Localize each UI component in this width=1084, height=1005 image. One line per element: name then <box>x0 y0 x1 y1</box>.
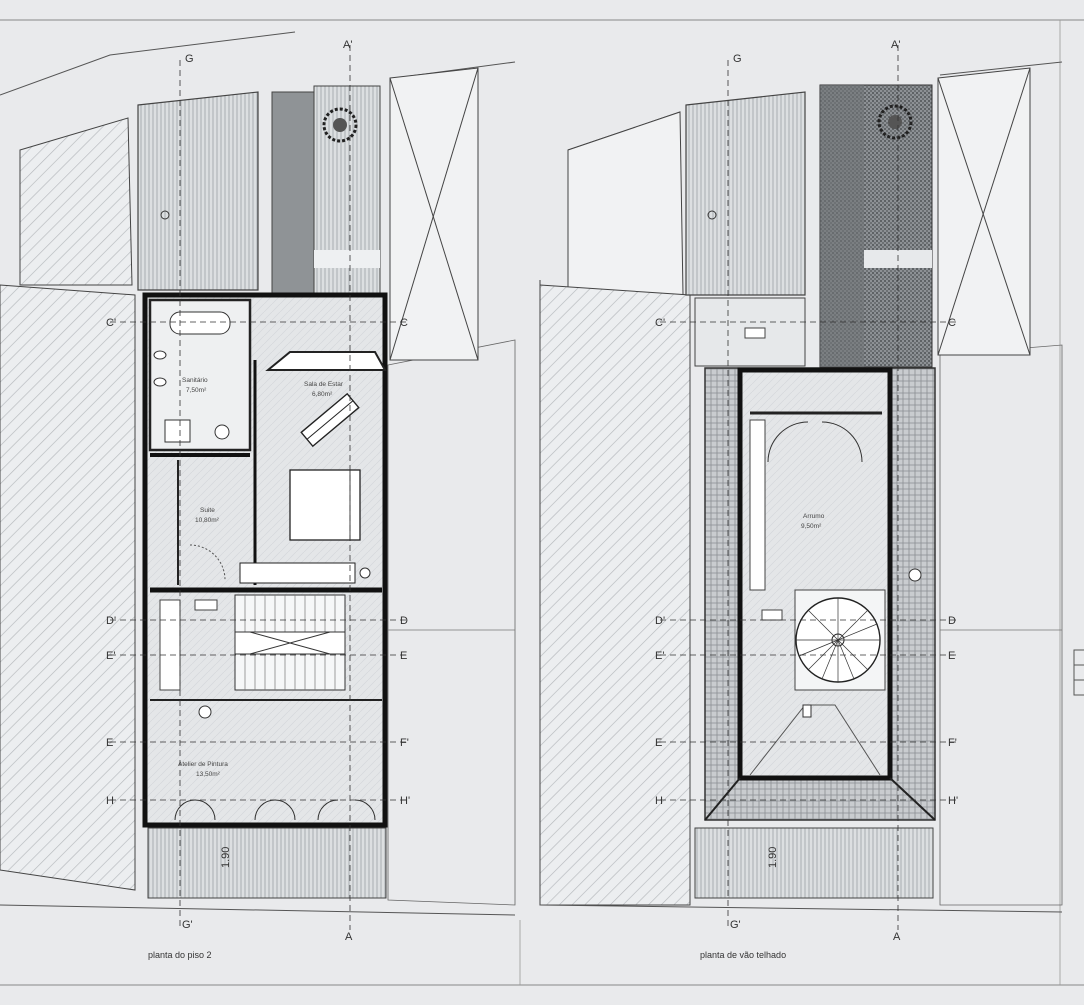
axis-label-right-2-roof: D <box>948 615 956 627</box>
axis-label-right-5: H' <box>400 795 410 807</box>
room-area-atelier: 13,50m² <box>196 771 221 778</box>
caption-right: planta de vão telhado <box>700 950 786 960</box>
room-area-sala: 6,80m² <box>312 391 333 398</box>
axis-label-right-3: E <box>400 650 407 662</box>
axis-label-top-2: A' <box>343 39 352 51</box>
spiral-staircase <box>794 589 886 691</box>
axis-label-left-4: E <box>106 737 113 749</box>
axis-label-bottom-1-roof: G' <box>730 919 741 931</box>
staircase <box>234 594 346 691</box>
room-name-suite: Suite <box>200 507 215 514</box>
axis-label-right-2: D <box>400 615 408 627</box>
axis-label-right-1: C <box>400 317 408 329</box>
axis-label-bottom-2-roof: A <box>893 931 901 943</box>
adjacent-sheet-fragment <box>1073 649 1084 696</box>
axis-label-top-2-roof: A' <box>891 39 900 51</box>
room-name-atelier: Atelier de Pintura <box>178 761 228 768</box>
axis-label-left-3: E' <box>106 650 115 662</box>
axis-label-left-5: H <box>106 795 114 807</box>
room-area-suite: 10,80m² <box>195 517 220 524</box>
axis-label-right-1-roof: C <box>948 317 956 329</box>
room-name-arrumo: Arrumo <box>803 513 825 520</box>
room-area-sanitario: 7,50m² <box>186 387 207 394</box>
dimension-right: 1.90 <box>767 847 779 868</box>
axis-label-bottom-2: A <box>345 931 353 943</box>
axis-label-right-3-roof: E <box>948 650 955 662</box>
plan-floor-2: G A' G' A C' D' E' E H C D E F' H' Sanit… <box>0 31 516 960</box>
axis-label-left-2: D' <box>106 615 116 627</box>
axis-label-left-2-roof: D' <box>655 615 665 627</box>
caption-left: planta do piso 2 <box>148 950 212 960</box>
axis-label-top-1: G <box>185 53 194 65</box>
axis-label-right-5-roof: H' <box>948 795 958 807</box>
dimension-left: 1.90 <box>220 847 232 868</box>
axis-label-left-4-roof: E <box>655 737 662 749</box>
room-name-sala: Sala de Estar <box>304 381 344 388</box>
axis-label-left-5-roof: H <box>655 795 663 807</box>
axis-label-right-4: F' <box>400 737 409 749</box>
axis-label-right-4-roof: F' <box>948 737 957 749</box>
axis-label-left-1: C' <box>106 317 116 329</box>
room-name-sanitario: Sanitário <box>182 377 208 384</box>
room-area-arrumo: 9,50m² <box>801 523 822 530</box>
plan-roof: G A' G' A C' D' E' E H C D E F' H' Arrum… <box>539 39 1063 960</box>
axis-label-top-1-roof: G <box>733 53 742 65</box>
axis-label-bottom-1: G' <box>182 919 193 931</box>
axis-label-left-3-roof: E' <box>655 650 664 662</box>
axis-label-left-1-roof: C' <box>655 317 665 329</box>
